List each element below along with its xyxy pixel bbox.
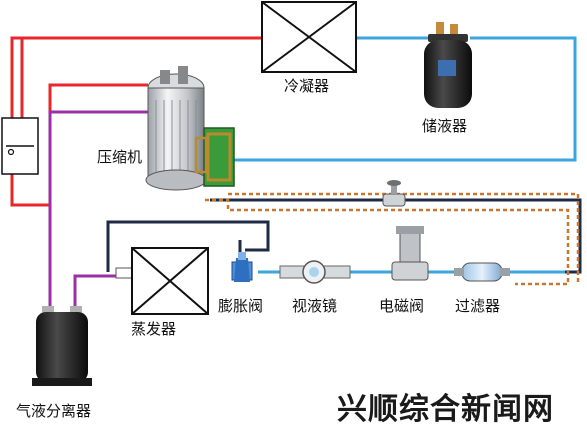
label-expansion-valve: 膨胀阀 <box>218 297 264 315</box>
solenoid-valve <box>391 226 429 281</box>
label-compressor: 压缩机 <box>97 148 143 166</box>
label-receiver: 储液器 <box>422 117 468 135</box>
expansion-valve <box>231 252 253 282</box>
plate-heat-exchanger <box>194 127 235 187</box>
dark-pipe-loop <box>106 220 270 272</box>
suction-line-evap <box>73 274 130 308</box>
bypass-line <box>205 198 570 286</box>
label-sight-glass: 视液镜 <box>292 297 338 315</box>
watermark-text: 兴顺综合新闻网 <box>337 392 554 427</box>
compressor-body <box>145 66 207 191</box>
condenser-box <box>261 1 357 73</box>
label-condenser: 冷凝器 <box>284 77 330 95</box>
discharge-line <box>10 36 262 207</box>
filter-drier <box>454 262 510 282</box>
suction-line <box>48 110 148 308</box>
pressure-switch <box>1 117 39 175</box>
sight-glass <box>279 260 351 284</box>
label-evaporator: 蒸发器 <box>131 320 177 338</box>
watermark-backdrop <box>300 384 587 426</box>
label-accumulator: 气液分离器 <box>16 402 92 420</box>
evaporator-box <box>115 247 209 315</box>
receiver-tank <box>424 22 472 108</box>
label-solenoid-valve: 电磁阀 <box>379 297 425 315</box>
bypass-valve <box>382 180 406 207</box>
label-filter: 过滤器 <box>455 297 501 315</box>
accumulator-tank <box>32 306 92 386</box>
bypass-line-inner <box>228 192 580 284</box>
liquid-line-return <box>205 36 577 162</box>
